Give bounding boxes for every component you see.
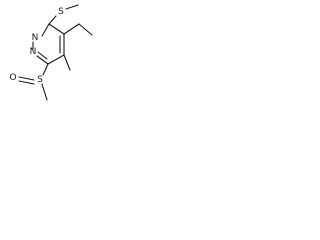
atom-n1-label: N: [32, 33, 39, 43]
bond-c4-c3: [47, 54, 65, 65]
bond-s-methyl-lower: [41, 83, 48, 101]
bond-c4-methyl: [63, 54, 71, 71]
atom-o-label: O: [9, 73, 16, 83]
atom-s-sulfinyl-label: S: [37, 75, 43, 85]
bond-n1-c6: [41, 23, 50, 37]
bond-c3-n2-double: [37, 51, 48, 60]
bond-c6-s: [48, 15, 57, 25]
chemical-structure: N N S S O: [9, 4, 93, 101]
bond-c6-c5: [48, 23, 65, 35]
atom-n2-label: N: [30, 47, 37, 57]
bond-c3-n2: [36, 55, 49, 65]
bond-s-methyl: [65, 4, 79, 10]
bond-c5-ethyl: [63, 23, 80, 35]
bond-s-o-double-b: [18, 80, 35, 85]
bond-ethyl-methyl: [78, 23, 93, 36]
bond-c3-s: [42, 63, 49, 76]
atom-s-thio-label: S: [58, 7, 64, 17]
bond-s-o-double-a: [18, 76, 35, 81]
